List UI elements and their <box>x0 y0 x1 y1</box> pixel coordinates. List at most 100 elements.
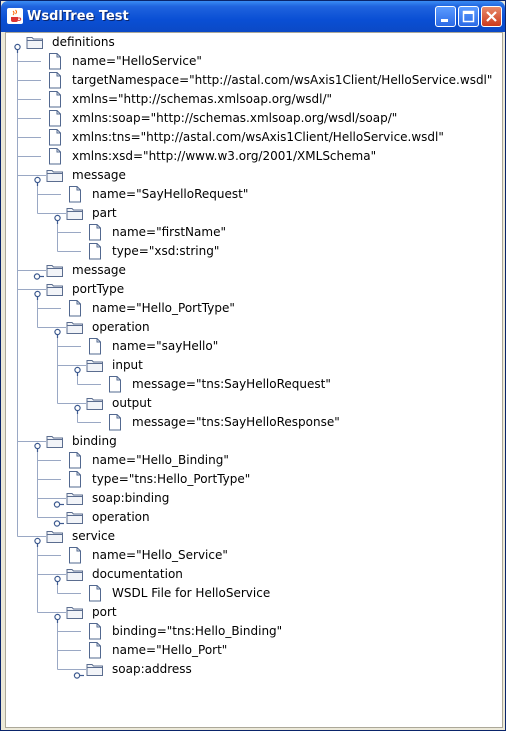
tree-folder-node[interactable]: operation <box>6 508 502 527</box>
collapsed-handle-icon[interactable] <box>53 513 64 532</box>
tree-node-label: soap:binding <box>92 491 170 505</box>
tree-node-label: message <box>72 263 126 277</box>
tree-leaf-node[interactable]: targetNamespace="http://astal.com/wsAxis… <box>6 71 502 90</box>
tree-node-label: name="Hello_Port" <box>112 643 228 657</box>
tree-folder-node[interactable]: operation <box>6 318 502 339</box>
document-icon <box>48 91 62 112</box>
title-bar[interactable]: WsdlTree Test <box>1 1 505 32</box>
tree-leaf-node[interactable]: name="SayHelloRequest" <box>6 185 502 204</box>
tree-leaf-node[interactable]: name="HelloService" <box>6 52 502 71</box>
tree-leaf-node[interactable]: binding="tns:Hello_Binding" <box>6 622 502 641</box>
tree-leaf-node[interactable]: name="sayHello" <box>6 337 502 356</box>
tree-leaf-node[interactable]: name="Hello_Binding" <box>6 451 502 470</box>
document-icon <box>88 243 102 264</box>
document-icon <box>68 471 82 492</box>
tree-leaf-node[interactable]: message="tns:SayHelloResponse" <box>6 413 502 432</box>
tree-leaf-node[interactable]: name="firstName" <box>6 223 502 242</box>
tree-leaf-node[interactable]: name="Hello_Port" <box>6 641 502 660</box>
collapsed-handle-icon[interactable] <box>33 266 44 285</box>
tree-leaf-node[interactable]: message="tns:SayHelloRequest" <box>6 375 502 394</box>
folder-icon <box>46 167 64 187</box>
minimize-button[interactable] <box>435 6 456 27</box>
tree-folder-node[interactable]: binding <box>6 432 502 452</box>
tree-folder-node[interactable]: definitions <box>6 33 502 54</box>
tree-leaf-node[interactable]: xmlns:soap="http://schemas.xmlsoap.org/w… <box>6 109 502 128</box>
folder-icon <box>26 34 44 54</box>
document-icon <box>108 376 122 397</box>
document-icon <box>88 585 102 606</box>
document-icon <box>48 129 62 150</box>
tree-leaf-node[interactable]: type="tns:Hello_PortType" <box>6 470 502 489</box>
tree-folder-node[interactable]: soap:address <box>6 660 502 679</box>
tree-folder-node[interactable]: message <box>6 261 502 280</box>
document-icon <box>88 623 102 644</box>
folder-icon <box>86 395 104 415</box>
tree-node-label: portType <box>72 282 125 296</box>
tree-leaf-node[interactable]: xmlns:tns="http://astal.com/wsAxis1Clien… <box>6 128 502 147</box>
tree-node-label: operation <box>92 320 150 334</box>
tree-leaf-node[interactable]: name="Hello_Service" <box>6 546 502 565</box>
folder-icon <box>46 528 64 548</box>
close-icon <box>486 11 497 22</box>
expanded-handle-icon[interactable] <box>53 570 62 589</box>
tree-node-label: type="tns:Hello_PortType" <box>92 472 251 486</box>
tree-folder-node[interactable]: input <box>6 356 502 377</box>
tree-node-label: xmlns="http://schemas.xmlsoap.org/wsdl/" <box>72 92 333 106</box>
document-icon <box>88 224 102 245</box>
tree-node-label: output <box>112 396 152 410</box>
tree-leaf-node[interactable]: name="Hello_PortType" <box>6 299 502 318</box>
document-icon <box>48 110 62 131</box>
document-icon <box>48 72 62 93</box>
expanded-handle-icon[interactable] <box>53 323 62 342</box>
tree-node-label: part <box>92 206 117 220</box>
close-button[interactable] <box>481 6 502 27</box>
tree-node-label: definitions <box>52 35 115 49</box>
tree-folder-node[interactable]: part <box>6 204 502 225</box>
tree-node-label: xmlns:tns="http://astal.com/wsAxis1Clien… <box>72 130 444 144</box>
folder-icon <box>46 281 64 301</box>
expanded-handle-icon[interactable] <box>73 361 82 380</box>
tree-node-label: name="Hello_PortType" <box>92 301 235 315</box>
tree-node-label: targetNamespace="http://astal.com/wsAxis… <box>72 73 493 87</box>
tree-node-label: name="SayHelloRequest" <box>92 187 249 201</box>
document-icon <box>68 186 82 207</box>
document-icon <box>88 338 102 359</box>
document-icon <box>88 642 102 663</box>
collapsed-handle-icon[interactable] <box>73 665 84 684</box>
tree-folder-node[interactable]: output <box>6 394 502 415</box>
tree-node-label: name="Hello_Service" <box>92 548 228 562</box>
tree-node-label: service <box>72 529 115 543</box>
tree-folder-node[interactable]: documentation <box>6 565 502 585</box>
expanded-handle-icon[interactable] <box>73 399 82 418</box>
folder-icon <box>66 509 84 529</box>
document-icon <box>68 452 82 473</box>
folder-icon <box>66 205 84 225</box>
tree-leaf-node[interactable]: type="xsd:string" <box>6 242 502 261</box>
tree-folder-node[interactable]: port <box>6 603 502 623</box>
tree-panel[interactable]: definitions name="HelloService" targetName… <box>5 32 503 728</box>
maximize-button[interactable] <box>458 6 479 27</box>
tree-leaf-node[interactable]: xmlns="http://schemas.xmlsoap.org/wsdl/" <box>6 90 502 109</box>
tree-leaf-node[interactable]: WSDL File for HelloService <box>6 584 502 603</box>
folder-icon <box>66 319 84 339</box>
tree-leaf-node[interactable]: xmlns:xsd="http://www.w3.org/2001/XMLSch… <box>6 147 502 166</box>
expanded-handle-icon[interactable] <box>53 209 62 228</box>
document-icon <box>48 148 62 169</box>
tree-folder-node[interactable]: soap:binding <box>6 489 502 508</box>
expanded-handle-icon[interactable] <box>33 285 42 304</box>
tree-folder-node[interactable]: message <box>6 166 502 187</box>
folder-icon <box>86 357 104 377</box>
tree-folder-node[interactable]: service <box>6 527 502 548</box>
collapsed-handle-icon[interactable] <box>53 494 64 513</box>
expanded-handle-icon[interactable] <box>33 532 42 551</box>
expanded-handle-icon[interactable] <box>13 38 22 57</box>
maximize-icon <box>462 10 475 23</box>
expanded-handle-icon[interactable] <box>33 437 42 456</box>
expanded-handle-icon[interactable] <box>53 608 62 627</box>
tree-folder-node[interactable]: portType <box>6 280 502 301</box>
window-title: WsdlTree Test <box>27 9 129 24</box>
expanded-handle-icon[interactable] <box>33 171 42 190</box>
minimize-icon <box>441 19 448 22</box>
tree-node-label: documentation <box>92 567 183 581</box>
